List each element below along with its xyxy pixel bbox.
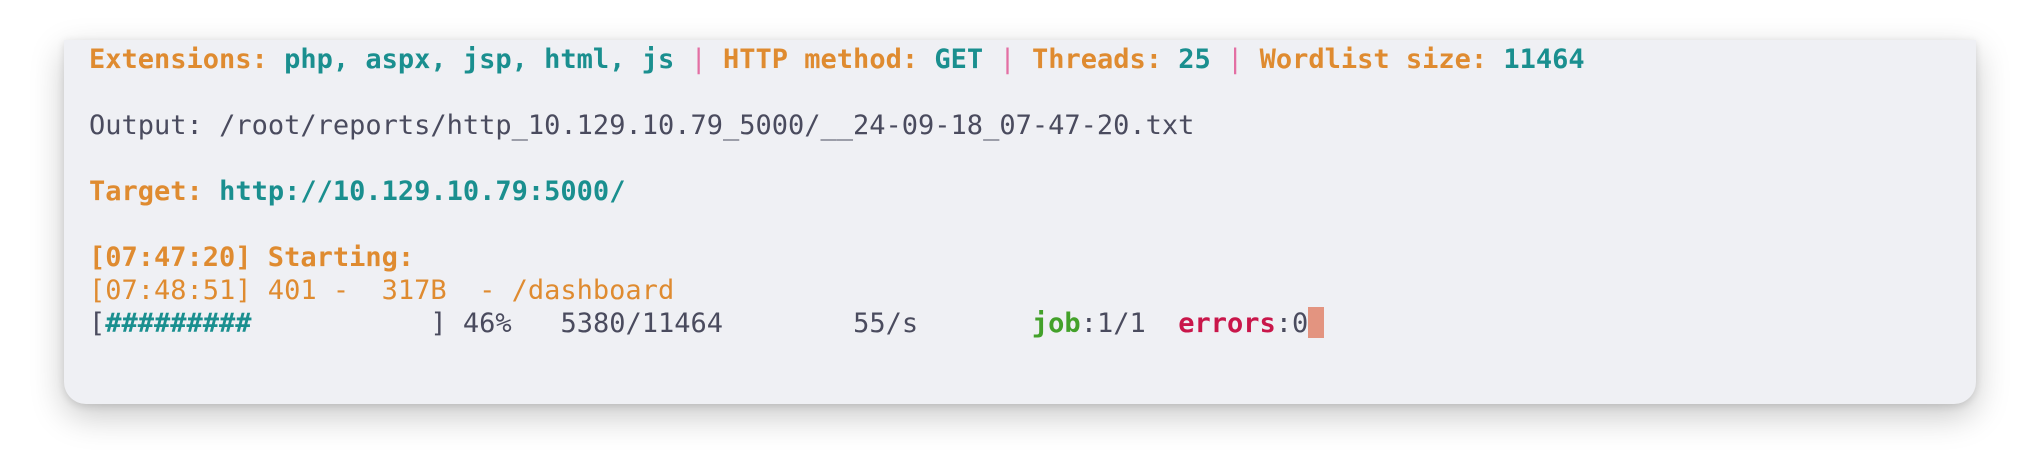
progress-count: 5380/11464 [560, 308, 724, 339]
wordlist-value: 11464 [1503, 44, 1585, 75]
separator: | [1227, 44, 1244, 75]
threads-value: 25 [1178, 44, 1211, 75]
method-label: HTTP method: [723, 44, 919, 75]
extensions-label: Extensions: [89, 44, 268, 75]
output-path: /root/reports/http_10.129.10.79_5000/__2… [219, 110, 1195, 141]
extensions-value: php, aspx, jsp, html, js [284, 44, 675, 75]
target-url: http://10.129.10.79:5000/ [219, 176, 626, 207]
progress-bar-close: ] [430, 308, 447, 339]
terminal-window[interactable]: Extensions: php, aspx, jsp, html, js | H… [64, 40, 1976, 404]
wordlist-label: Wordlist size: [1259, 44, 1488, 75]
output-line: Output: /root/reports/http_10.129.10.79_… [89, 109, 1194, 143]
terminal-cursor [1308, 307, 1325, 338]
scan-summary-line: Extensions: php, aspx, jsp, html, js | H… [89, 43, 1585, 77]
output-label: Output: [89, 110, 203, 141]
progress-rate: 55/s [853, 308, 919, 339]
threads-label: Threads: [1031, 44, 1162, 75]
job-label: job [1031, 308, 1081, 339]
progress-percent: 46% [462, 308, 512, 339]
target-line: Target: http://10.129.10.79:5000/ [89, 175, 625, 209]
result-line: [07:48:51] 401 - 317B - /dashboard [89, 275, 675, 306]
starting-line: [07:47:20] Starting: [89, 242, 415, 273]
job-value: :1/1 [1080, 308, 1146, 339]
progress-bar-open: [ [89, 308, 106, 339]
progress-line: [######### ] 46% 5380/11464 55/s job:1/1… [89, 307, 1325, 341]
method-value: GET [934, 44, 984, 75]
separator: | [999, 44, 1016, 75]
separator: | [690, 44, 707, 75]
progress-bar-fill: ######### [105, 308, 252, 339]
errors-value: :0 [1275, 308, 1309, 339]
errors-label: errors [1178, 308, 1276, 339]
target-label: Target: [89, 176, 203, 207]
